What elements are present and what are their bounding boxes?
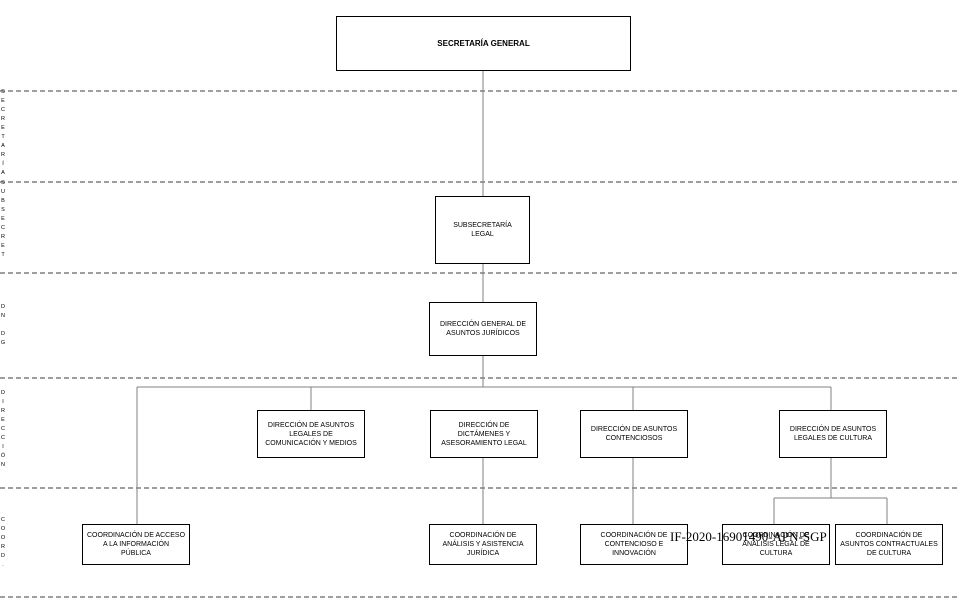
node-secretaria-general: SECRETARÍA GENERAL — [336, 16, 631, 71]
node-label: COORDINACIÓN DE ANÁLISIS Y ASISTENCIA JU… — [442, 532, 524, 557]
node-label: SECRETARÍA GENERAL — [437, 39, 530, 48]
band-label-subsecret: S U B S E C R E T — [1, 180, 5, 258]
node-label: DIRECCIÓN GENERAL DE ASUNTOS JURÍDICOS — [439, 321, 527, 337]
node-label: COORDINACIÓN DE ANÁLISIS LEGAL DE CULTUR… — [742, 532, 810, 557]
node-label: DIRECCIÓN DE DICTÁMENES Y ASESORAMIENTO … — [441, 421, 527, 447]
band-label-direccion: D I R E C C I Ó N — [0, 390, 6, 468]
band-label-dn-dg: D N D G — [0, 304, 6, 346]
node-label: COORDINACIÓN DE ACCESO A LA INFORMACIÓN … — [87, 532, 186, 557]
node-label: COORDINACIÓN DE CONTENCIOSO E INNOVACIÓN — [600, 532, 668, 557]
node-dir-cultura: DIRECCIÓN DE ASUNTOS LEGALES DE CULTURA — [779, 410, 887, 458]
node-label: DIRECCIÓN DE ASUNTOS LEGALES DE CULTURA — [789, 426, 877, 442]
node-dg-asuntos-juridicos: DIRECCIÓN GENERAL DE ASUNTOS JURÍDICOS — [429, 302, 537, 356]
node-coord-analisis-cultura: COORDINACIÓN DE ANÁLISIS LEGAL DE CULTUR… — [722, 524, 830, 565]
node-coord-contencioso: COORDINACIÓN DE CONTENCIOSO E INNOVACIÓN — [580, 524, 688, 565]
node-label: SUBSECRETARÍA LEGAL — [453, 222, 512, 238]
band-label-coord: C O O R D . — [0, 517, 6, 568]
node-subsecretaria-legal: SUBSECRETARÍA LEGAL — [435, 196, 530, 264]
node-label: DIRECCIÓN DE ASUNTOS LEGALES DE COMUNICA… — [265, 421, 357, 447]
node-dir-comunicacion: DIRECCIÓN DE ASUNTOS LEGALES DE COMUNICA… — [257, 410, 365, 458]
band-label-secretaria: S E C R E T A R Í A — [1, 89, 5, 176]
node-coord-acceso: COORDINACIÓN DE ACCESO A LA INFORMACIÓN … — [82, 524, 190, 565]
node-coord-contractuales: COORDINACIÓN DE ASUNTOS CONTRACTUALES DE… — [835, 524, 943, 565]
document-stamp: IF-2020-16901490-APN-SGP — [670, 529, 827, 544]
node-label: DIRECCIÓN DE ASUNTOS CONTENCIOSOS — [590, 426, 678, 442]
node-coord-analisis: COORDINACIÓN DE ANÁLISIS Y ASISTENCIA JU… — [429, 524, 537, 565]
node-dir-contenciosos: DIRECCIÓN DE ASUNTOS CONTENCIOSOS — [580, 410, 688, 458]
node-dir-dictamenes: DIRECCIÓN DE DICTÁMENES Y ASESORAMIENTO … — [430, 410, 538, 458]
node-label: COORDINACIÓN DE ASUNTOS CONTRACTUALES DE… — [840, 532, 938, 557]
